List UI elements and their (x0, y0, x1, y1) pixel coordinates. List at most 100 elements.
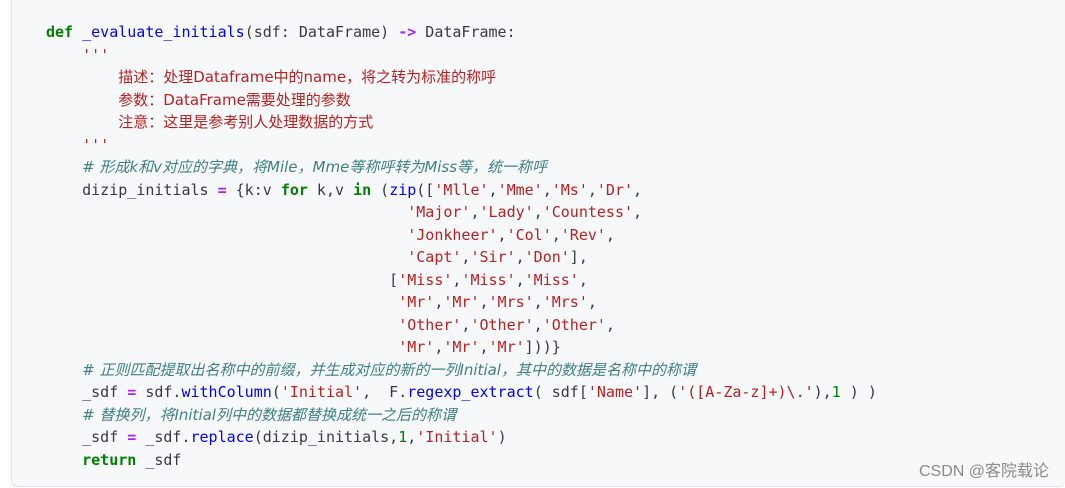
code-line-18: # 替换列，将Initial列中的数据都替换成统一之后的称谓 (46, 404, 877, 427)
code-string: 'Capt' (407, 248, 462, 266)
indent (46, 271, 389, 289)
code-line-10: 'Jonkheer','Col','Rev', (46, 224, 877, 247)
indent (46, 226, 407, 244)
code-string: 'Sir' (470, 248, 516, 266)
indent (46, 68, 118, 86)
code-text: ([ (416, 180, 435, 199)
comma: , (515, 270, 525, 289)
code-string: 'Mrs' (542, 293, 588, 311)
code-line-13: 'Mr','Mr','Mrs','Mrs', (46, 291, 877, 314)
code-line-7: # 形成k和v对应的字典，将Mile，Mme等称呼转为Miss等，统一称呼 (46, 156, 877, 179)
code-string: 'Mr' (443, 293, 480, 311)
code-block: def _evaluate_initials(sdf: DataFrame) -… (11, 0, 1065, 487)
indent (46, 428, 82, 446)
builtin-function: zip (389, 180, 417, 199)
code-text: sdf. (136, 383, 182, 401)
code-string: 注意：这里是参考别人处理数据的方式 (118, 113, 374, 131)
comma: , (488, 180, 498, 199)
comma: , (533, 203, 543, 221)
code-string: 'Mr' (443, 338, 480, 356)
code-string: '([A-Za-z]+)\.' (678, 383, 814, 401)
indent (46, 248, 407, 266)
code-line-4: 参数：DataFrame需要处理的参数 (46, 89, 877, 112)
code-string: 'Rev' (560, 225, 606, 244)
indent (46, 451, 82, 469)
code-text: k,v (307, 180, 354, 199)
comma: , (479, 338, 489, 356)
code-text: ) (497, 428, 507, 446)
code-comment: # 形成k和v对应的字典，将Mile，Mme等称呼转为Miss等，统一称呼 (82, 158, 548, 176)
code-line-6: ''' (46, 134, 877, 157)
comma: , (470, 203, 480, 221)
code-string: 'Ms' (551, 180, 588, 199)
code-line-8: dizip_initials = {k:v for k,v in (zip(['… (46, 179, 877, 202)
code-string: 'Initial' (280, 383, 363, 401)
comma: , (587, 180, 597, 199)
indent (46, 136, 82, 154)
code-line-16: # 正则匹配提取出名称中的前缀，并生成对应的新的一列Initial，其中的数据是… (46, 359, 877, 382)
code-line-14: 'Other','Other','Other', (46, 314, 877, 337)
code-string: 'Mr' (398, 293, 435, 311)
code-text: , (633, 180, 643, 199)
code-operator: = (127, 383, 137, 401)
comma: , (497, 225, 507, 244)
code-text: , (407, 428, 417, 446)
indent (46, 383, 82, 401)
code-string: 'Mr' (398, 338, 435, 356)
code-keyword: return (82, 450, 137, 469)
code-line-2: ''' (46, 44, 877, 67)
code-string: 描述：处理Dataframe中的name，将之转为标准的称呼 (118, 68, 497, 86)
comma: , (434, 338, 444, 356)
indent (46, 406, 82, 424)
code-string: 'Countess' (542, 203, 634, 221)
code-string: 'Mlle' (434, 180, 489, 199)
comma: , (551, 225, 561, 244)
code-string: 'Miss' (398, 270, 453, 289)
indent (46, 46, 82, 64)
code-text: ], ( (642, 383, 679, 401)
code-text: ( (271, 383, 281, 401)
code-number: 1 (831, 383, 841, 401)
indent (46, 158, 82, 176)
code-listing: def _evaluate_initials(sdf: DataFrame) -… (46, 21, 877, 471)
comma: , (533, 293, 543, 311)
code-line-3: 描述：处理Dataframe中的name，将之转为标准的称呼 (46, 66, 877, 89)
comma: , (434, 293, 444, 311)
code-operator: -> (398, 23, 417, 41)
code-text: {k:v (226, 180, 281, 199)
code-number: 1 (398, 428, 408, 446)
code-line-1: def _evaluate_initials(sdf: DataFrame) -… (46, 21, 877, 44)
code-text: ) ) (840, 383, 877, 401)
code-comment: # 正则匹配提取出名称中的前缀，并生成对应的新的一列Initial，其中的数据是… (82, 360, 696, 379)
comma: , (461, 248, 471, 266)
indent (46, 181, 82, 199)
comma: , (542, 180, 552, 199)
indent (46, 203, 407, 221)
code-line-12: ['Miss','Miss','Miss', (46, 269, 877, 292)
code-line-20: return _sdf (46, 449, 877, 472)
code-string: 参数：DataFrame需要处理的参数 (118, 90, 351, 109)
code-comment: # 替换列，将Initial列中的数据都替换成统一之后的称谓 (82, 405, 456, 424)
code-text: , F. (362, 383, 408, 401)
indent (46, 293, 398, 311)
code-string: 'Other' (542, 315, 606, 334)
code-text: dizip_initials (82, 180, 218, 199)
code-string: 'Don' (524, 248, 570, 266)
code-text: ], (569, 248, 588, 266)
code-string: ''' (82, 45, 110, 64)
indent (46, 316, 398, 334)
code-text: , (605, 225, 615, 244)
comma: , (461, 315, 471, 334)
code-line-17: _sdf = sdf.withColumn('Initial', F.regex… (46, 381, 877, 404)
method-name: regexp_extract (407, 383, 534, 401)
code-string: 'Miss' (524, 270, 579, 289)
code-string: 'Major' (407, 203, 471, 221)
code-string: 'Other' (398, 315, 462, 334)
function-name: _evaluate_initials (73, 23, 245, 41)
code-text: , (605, 315, 615, 334)
code-string: 'Lady' (479, 203, 534, 221)
code-text: , (578, 270, 588, 289)
code-text: (sdf: DataFrame) (244, 23, 399, 41)
indent (46, 113, 118, 131)
code-line-19: _sdf = _sdf.replace(dizip_initials,1,'In… (46, 426, 877, 449)
